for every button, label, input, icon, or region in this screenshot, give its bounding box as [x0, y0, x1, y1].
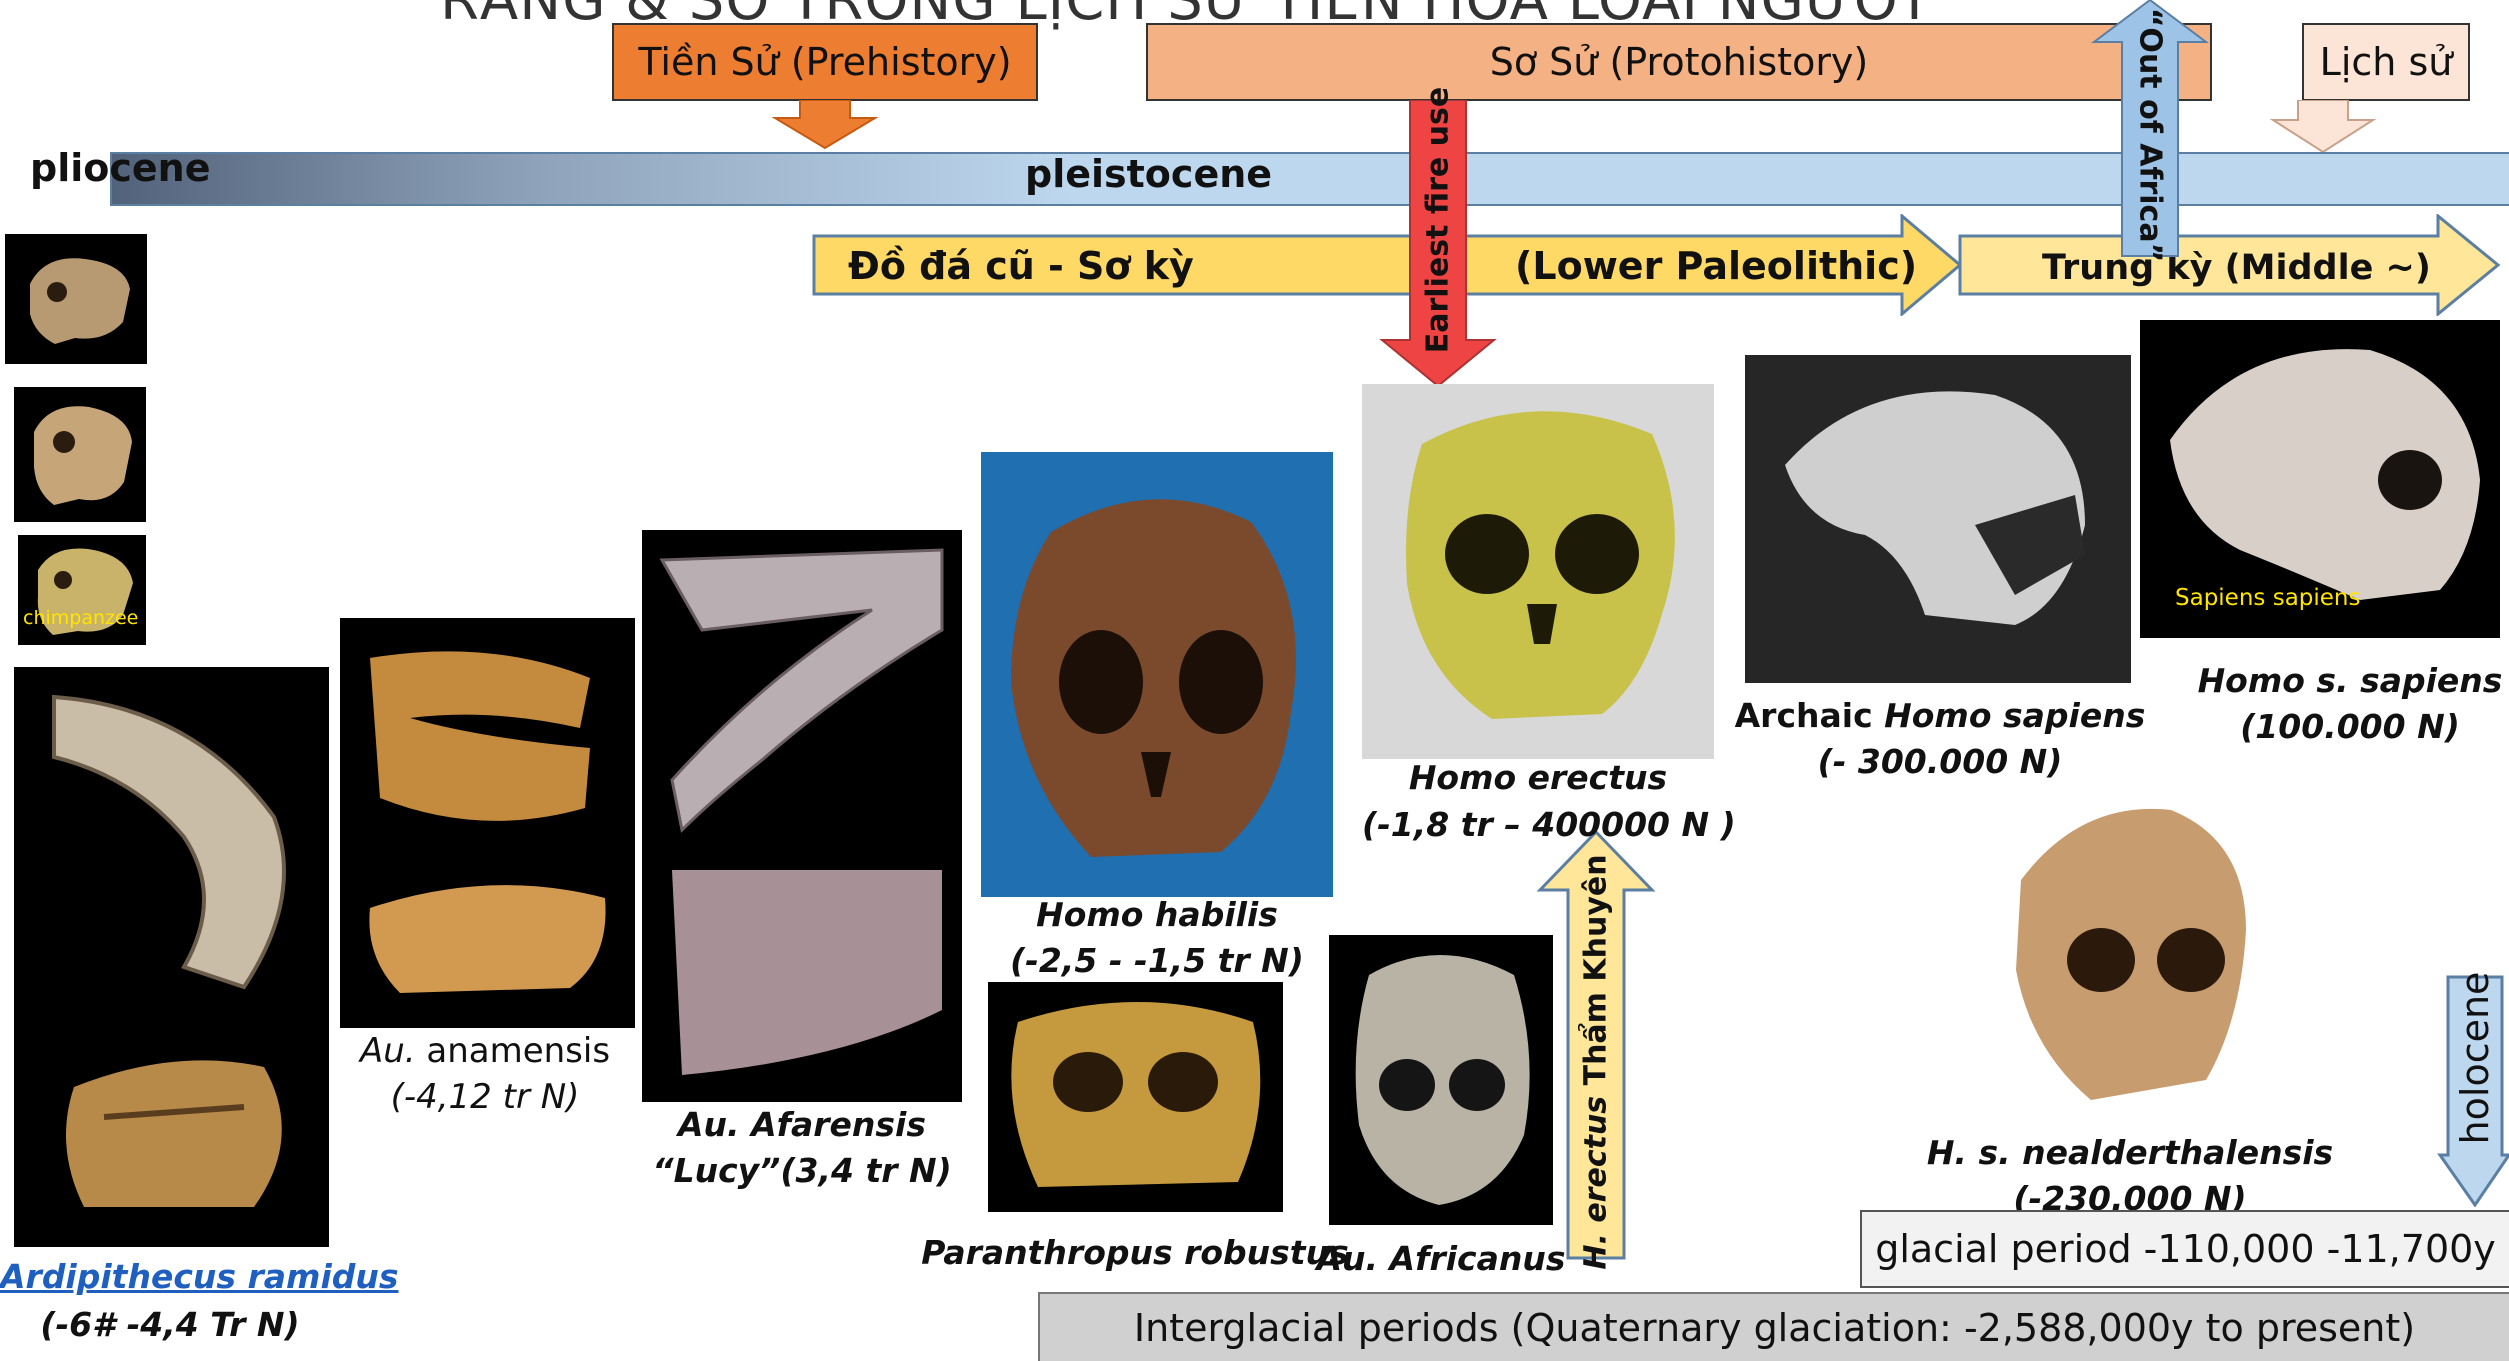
robustus-photo: [988, 982, 1283, 1212]
sapiens-name: Homo s. sapiens: [2180, 658, 2509, 704]
out-of-africa-label: “Out of Africa”: [2133, 8, 2168, 263]
sapiens-photo-label: Sapiens sapiens: [2175, 585, 2360, 611]
history-box: Lịch sử: [2302, 23, 2470, 101]
afarensis-photo: [642, 530, 962, 1102]
holocene-label: holocene: [2453, 972, 2497, 1145]
afarensis-name: Au. Afarensis: [642, 1102, 962, 1148]
history-down-arrow: [2268, 100, 2378, 155]
chimpanzee-thumbnail: chimpanzee: [18, 535, 146, 645]
africanus-name: Au. Africanus: [1310, 1236, 1572, 1282]
ardipithecus-date: (-6# -4,4 Tr N): [0, 1302, 340, 1348]
habilis-date: (-2,5 - -1,5 tr N): [981, 938, 1333, 984]
chimpanzee-label: chimpanzee: [23, 607, 138, 629]
ardipithecus-name[interactable]: Ardipithecus ramidus: [0, 1254, 340, 1300]
prehistory-label: Tiền Sử (Prehistory): [638, 40, 1011, 84]
anamensis-name-prefix: Au.: [360, 1031, 416, 1071]
archaic-sapiens-photo: [1745, 355, 2131, 683]
archaic-sapiens-name: Archaic Homo sapiens: [1720, 693, 2160, 739]
protohistory-label: Sơ Sử (Protohistory): [1490, 40, 1869, 84]
fire-use-label: Earliest fire use: [1421, 87, 1456, 353]
glacial-period-box: glacial period -110,000 -11,700y: [1860, 1210, 2509, 1288]
protohistory-box: Sơ Sử (Protohistory): [1146, 23, 2212, 101]
sapiens-photo: Sapiens sapiens: [2140, 320, 2500, 638]
tham-khuyen-label: H. erectus Thẩm Khuyên: [1579, 854, 1614, 1269]
prehistory-down-arrow: [770, 100, 880, 150]
habilis-name: Homo habilis: [981, 892, 1333, 938]
neanderthal-photo: [1991, 790, 2261, 1130]
robustus-name: Paranthropus robustus: [920, 1230, 1350, 1276]
prehistory-box: Tiền Sử (Prehistory): [612, 23, 1038, 101]
anamensis-name: Au. anamensis: [340, 1028, 630, 1074]
interglacial-box: Interglacial periods (Quaternary glaciat…: [1038, 1292, 2509, 1361]
erectus-date: (-1,8 tr – 400000 N ): [1362, 802, 1714, 848]
pleistocene-label: pleistocene: [1025, 152, 1272, 196]
interglacial-label: Interglacial periods (Quaternary glaciat…: [1134, 1306, 2415, 1350]
gorilla-thumbnail-2: [14, 387, 146, 522]
sapiens-date: (100.000 N): [2180, 704, 2509, 750]
tham-khuyen-italic: H. erectus: [1579, 1096, 1614, 1270]
archaic-sapiens-name-prefix: Archaic: [1735, 696, 1885, 735]
anamensis-date: (-4,12 tr N): [340, 1074, 630, 1120]
erectus-name: Homo erectus: [1362, 755, 1714, 801]
habilis-photo: [981, 452, 1333, 897]
tham-khuyen-rest: Thẩm Khuyên: [1579, 854, 1614, 1095]
archaic-sapiens-date: (- 300.000 N): [1720, 739, 2160, 785]
history-label: Lịch sử: [2320, 40, 2453, 84]
afarensis-date: “Lucy”(3,4 tr N): [642, 1148, 962, 1194]
archaic-sapiens-name-italic: Homo sapiens: [1884, 696, 2145, 735]
ardipithecus-photo: [14, 667, 329, 1247]
glacial-period-label: glacial period -110,000 -11,700y: [1875, 1227, 2496, 1271]
anamensis-name-rest: anamensis: [416, 1031, 611, 1071]
africanus-photo: [1329, 935, 1553, 1225]
lower-paleolithic-en-label: (Lower Paleolithic): [1515, 244, 1917, 288]
gorilla-thumbnail-1: [5, 234, 147, 364]
pliocene-label: pliocene: [30, 146, 210, 190]
lower-paleolithic-vi-label: Đồ đá cũ - Sơ kỳ: [848, 244, 1194, 288]
neanderthal-date: (-230.000 N): [1900, 1176, 2360, 1210]
anamensis-photo: [340, 618, 635, 1028]
neanderthal-name: H. s. nealderthalensis: [1900, 1130, 2360, 1176]
erectus-photo: [1362, 384, 1714, 759]
